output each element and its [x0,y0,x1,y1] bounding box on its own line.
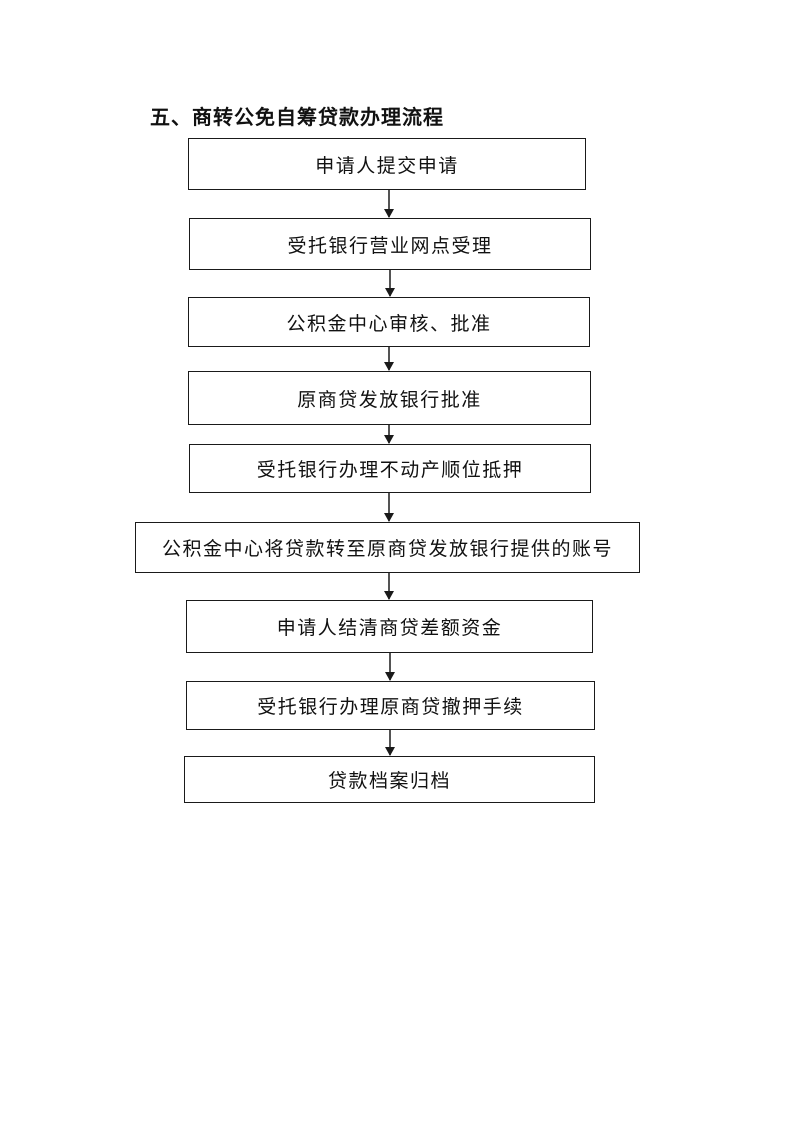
flow-step-9: 贷款档案归档 [184,756,595,803]
flow-step-6: 公积金中心将贷款转至原商贷发放银行提供的账号 [135,522,640,573]
flow-step-1: 申请人提交申请 [188,138,586,190]
flow-step-8: 受托银行办理原商贷撤押手续 [186,681,595,730]
page-title: 五、商转公免自筹贷款办理流程 [150,105,444,129]
flow-step-2: 受托银行营业网点受理 [189,218,591,270]
flow-step-4: 原商贷发放银行批准 [188,371,591,425]
flow-step-5: 受托银行办理不动产顺位抵押 [189,444,591,493]
flow-step-3: 公积金中心审核、批准 [188,297,590,347]
flow-step-7: 申请人结清商贷差额资金 [186,600,593,653]
